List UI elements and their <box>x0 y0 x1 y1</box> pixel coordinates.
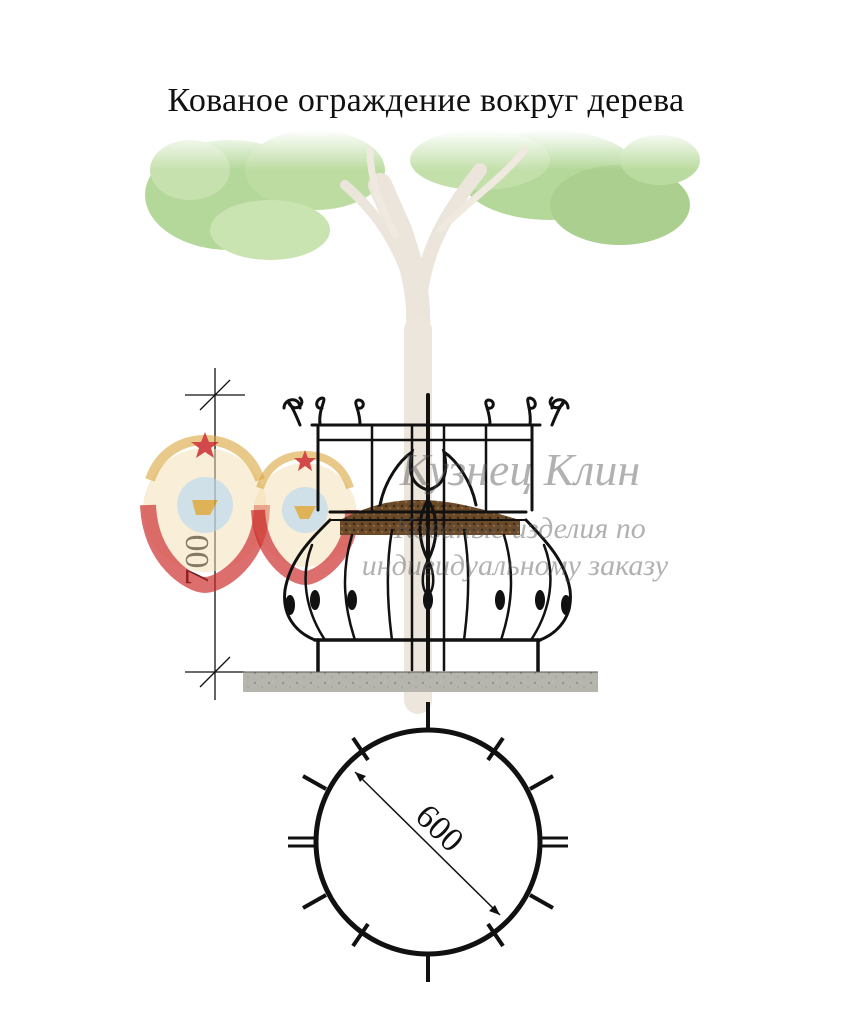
watermark-line1: Кованые изделия по <box>393 512 646 545</box>
ground-section <box>243 671 598 692</box>
forged-fence <box>282 393 572 674</box>
watermark-line2: индивидуальному заказу <box>362 549 669 582</box>
page-title: Кованое ограждение вокруг дерева <box>167 82 685 119</box>
watermark-text: Кузнец Клин Кованые изделия по индивидуа… <box>362 444 669 582</box>
diameter-dimension-label: 600 <box>408 797 470 859</box>
watermark-brand: Кузнец Клин <box>399 444 641 495</box>
fence-plan-view <box>288 702 568 982</box>
watermark-emblem-left <box>140 432 270 594</box>
watermark-emblem-right <box>251 450 359 586</box>
